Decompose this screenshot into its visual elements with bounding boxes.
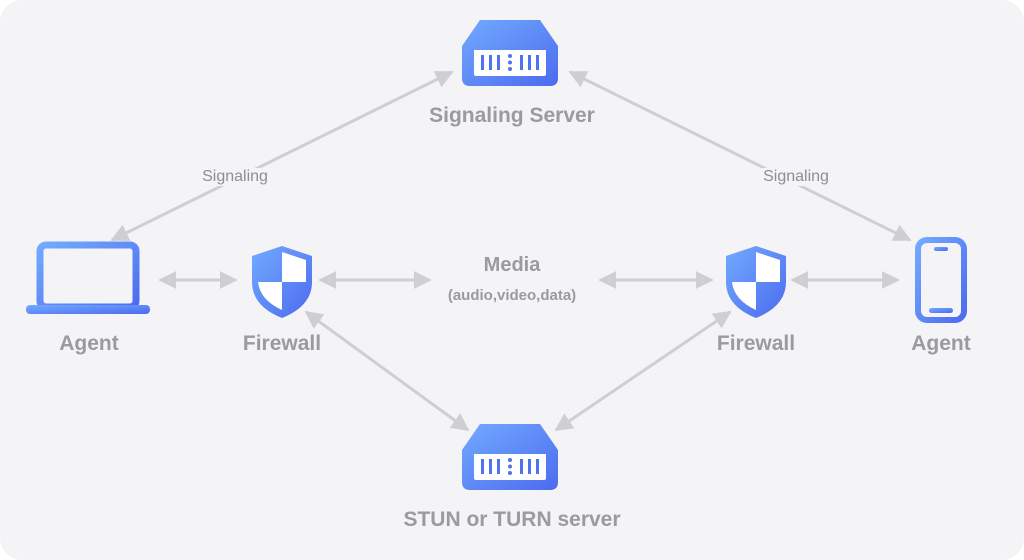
laptop-icon (26, 241, 150, 314)
arrow-signaling-right (568, 70, 912, 242)
server-icon (462, 20, 558, 86)
phone-icon (915, 237, 967, 323)
shield-icon (726, 246, 786, 318)
signaling-edge-label-right: Signaling (759, 168, 833, 186)
firewall-left-label: Firewall (242, 332, 322, 355)
arrow-firewall-stun-left (304, 310, 470, 432)
firewall-right-label: Firewall (716, 332, 796, 355)
media-label: Media (483, 254, 541, 276)
media-sub-label: (audio,video,data) (447, 287, 577, 304)
stun-turn-server-label: STUN or TURN server (403, 508, 621, 531)
server-icon (462, 424, 558, 490)
agent-left-label: Agent (59, 332, 119, 355)
signaling-edge-label-left: Signaling (198, 168, 272, 186)
agent-right-label: Agent (911, 332, 971, 355)
arrow-signaling-left (110, 70, 454, 242)
arrow-firewall-stun-right (554, 310, 732, 432)
shield-icon (252, 246, 312, 318)
signaling-server-label: Signaling Server (429, 104, 595, 127)
